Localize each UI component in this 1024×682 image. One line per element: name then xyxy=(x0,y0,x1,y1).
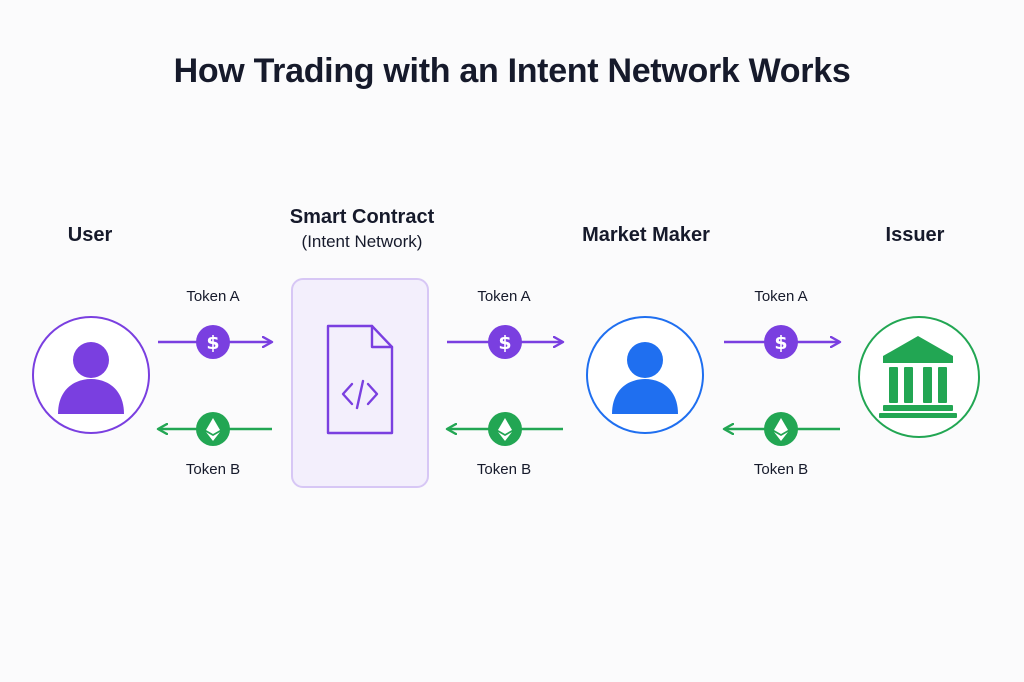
contract-code-file-icon xyxy=(326,324,394,435)
issuer-node xyxy=(858,316,980,438)
smart-contract-node xyxy=(291,278,429,488)
flow-2-token-b-arrow xyxy=(447,412,563,446)
flow-2-token-a-label: Token A xyxy=(477,288,531,305)
flow-2-token-b-label: Token B xyxy=(476,461,532,478)
user-person-icon xyxy=(58,342,124,414)
flow-1-token-b-label: Token B xyxy=(185,461,241,478)
smart-contract-sublabel: (Intent Network) xyxy=(301,232,423,251)
smart-contract-label: Smart Contract xyxy=(289,206,435,228)
svg-text:$: $ xyxy=(774,332,787,354)
flow-2-token-a-arrow: $ xyxy=(447,325,563,359)
flow-3-token-b-arrow xyxy=(724,412,840,446)
flow-3-token-a-arrow: $ xyxy=(724,325,840,359)
flow-3-token-a-label: Token A xyxy=(754,288,808,305)
market-maker-person-icon xyxy=(612,342,678,414)
issuer-bank-icon xyxy=(879,336,957,418)
issuer-label: Issuer xyxy=(885,224,945,246)
market-maker-label: Market Maker xyxy=(582,224,710,246)
flow-1-token-a-label: Token A xyxy=(186,288,240,305)
page-title: How Trading with an Intent Network Works xyxy=(173,52,851,90)
flow-1-token-a-arrow: $ xyxy=(158,325,272,359)
flow-3-token-b-label: Token B xyxy=(753,461,809,478)
flow-1-token-b-arrow xyxy=(158,412,272,446)
user-label: User xyxy=(67,224,113,246)
svg-text:$: $ xyxy=(498,332,511,354)
svg-text:$: $ xyxy=(206,332,219,354)
